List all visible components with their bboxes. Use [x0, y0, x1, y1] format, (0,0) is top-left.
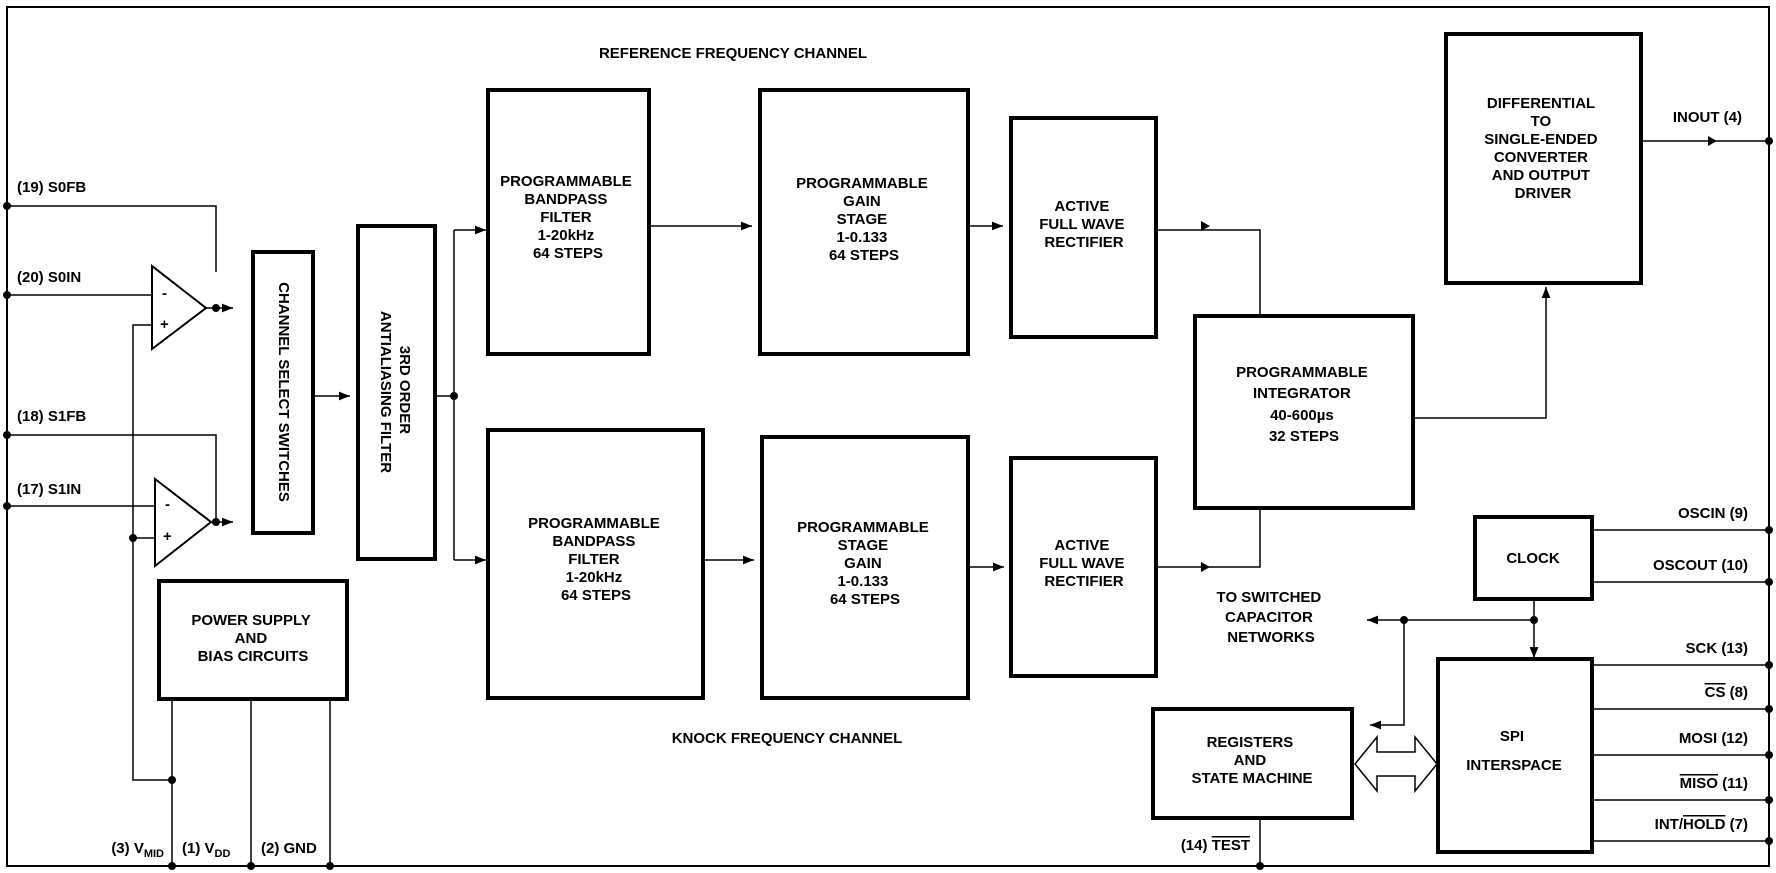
svg-text:-: - [165, 496, 170, 513]
svg-text:CHANNEL SELECT SWITCHES: CHANNEL SELECT SWITCHES [275, 282, 292, 502]
svg-text:SPI INTERSPACE: SPI INTERSPACE [1466, 728, 1562, 774]
svg-text:REGISTERS AND STAT: REGISTERS AND STATE MACHINE [1191, 734, 1312, 787]
gain-stage-ref: PROGRAMMABLE GAIN STAGE 1-0.133 64 STEPS [758, 88, 970, 356]
pin-vmid: (3) VMID [111, 840, 164, 860]
reference-channel-title: REFERENCE FREQUENCY CHANNEL [599, 45, 867, 62]
pin-sck: SCK (13) [1685, 640, 1748, 657]
input-amplifier-0: - + [151, 263, 208, 352]
wiring [7, 140, 1769, 866]
switched-cap-note: TO SWITCHED CAPACITOR NETWORKS [1217, 589, 1326, 646]
bandpass-filter-ref: PROGRAMMABLE BANDPASS FILTER 1-20kHz 64 … [486, 88, 651, 356]
svg-text:PROGRAMMABLE BANDPASS: PROGRAMMABLE BANDPASS FILTER 1-20kHz 64 … [500, 173, 636, 262]
svg-text:3RD ORDER ANTIALIASING F: 3RD ORDER ANTIALIASING FILTER [377, 311, 413, 473]
pin-int-hold: INT/HOLD (7) [1655, 816, 1748, 833]
svg-text:CLOCK: CLOCK [1506, 550, 1559, 567]
svg-text:PROGRAMMABLE GAIN: PROGRAMMABLE GAIN STAGE 1-0.133 64 STEPS [796, 175, 932, 264]
pin-s0in: (20) S0IN [17, 269, 81, 286]
registers-state-machine: REGISTERS AND STATE MACHINE [1151, 707, 1354, 820]
pin-oscout: OSCOUT (10) [1653, 557, 1748, 574]
rectifier-ref: ACTIVE FULL WAVE RECTIFIER [1009, 116, 1158, 339]
wire-arrowheads [1201, 136, 1717, 572]
svg-text:+: + [163, 528, 172, 545]
pin-oscin: OSCIN (9) [1678, 505, 1748, 522]
channel-select-switches: CHANNEL SELECT SWITCHES [251, 250, 315, 535]
pin-miso: MISO (11) [1680, 775, 1748, 792]
gain-stage-knock: PROGRAMMABLE STAGE GAIN 1-0.133 64 STEPS [760, 435, 970, 700]
svg-text:PROGRAMMABLE INTEGRATOR: PROGRAMMABLE INTEGRATOR 40-600µs 32 STEP… [1236, 364, 1372, 445]
bandpass-filter-knock: PROGRAMMABLE BANDPASS FILTER 1-20kHz 64 … [486, 428, 705, 700]
output-converter: DIFFERENTIAL TO SINGLE-ENDED CONVERTER A… [1444, 32, 1643, 285]
svg-text:-: - [162, 285, 167, 302]
input-amplifier-1: - + [154, 476, 213, 569]
bus-arrow [1354, 734, 1438, 794]
programmable-integrator: PROGRAMMABLE INTEGRATOR 40-600µs 32 STEP… [1193, 314, 1415, 510]
svg-text:+: + [160, 316, 169, 333]
pin-inout: INOUT (4) [1673, 109, 1742, 126]
pin-gnd: (2) GND [261, 840, 317, 857]
svg-text:PROGRAMMABLE BANDPASS: PROGRAMMABLE BANDPASS FILTER 1-20kHz 64 … [528, 515, 664, 604]
pin-vdd: (1) VDD [182, 840, 230, 860]
svg-text:ACTIVE FULL WAVE R: ACTIVE FULL WAVE RECTIFIER [1039, 537, 1128, 590]
pin-s1fb: (18) S1FB [17, 408, 86, 425]
pin-mosi: MOSI (12) [1679, 730, 1748, 747]
svg-text:POWER SUPPLY AND B: POWER SUPPLY AND BIAS CIRCUITS [191, 612, 314, 665]
svg-text:DIFFERENTIAL TO SI: DIFFERENTIAL TO SINGLE-ENDED CONVERTER A… [1484, 95, 1602, 202]
junction-dots [3, 137, 1773, 870]
pin-cs: CS (8) [1705, 684, 1748, 701]
svg-text:PROGRAMMABLE STAGE: PROGRAMMABLE STAGE GAIN 1-0.133 64 STEPS [797, 519, 933, 608]
knock-channel-title: KNOCK FREQUENCY CHANNEL [672, 730, 903, 747]
spi-interface: SPI INTERSPACE [1436, 657, 1594, 854]
pin-s0fb: (19) S0FB [17, 179, 86, 196]
antialiasing-filter: 3RD ORDER ANTIALIASING FILTER [356, 224, 437, 561]
svg-text:ACTIVE FULL WAVE R: ACTIVE FULL WAVE RECTIFIER [1039, 198, 1128, 251]
power-supply-bias: POWER SUPPLY AND BIAS CIRCUITS [157, 579, 349, 701]
pin-s1in: (17) S1IN [17, 481, 81, 498]
pin-test: (14) TEST [1181, 837, 1250, 854]
rectifier-knock: ACTIVE FULL WAVE RECTIFIER [1009, 456, 1158, 678]
clock-block: CLOCK [1473, 515, 1594, 601]
